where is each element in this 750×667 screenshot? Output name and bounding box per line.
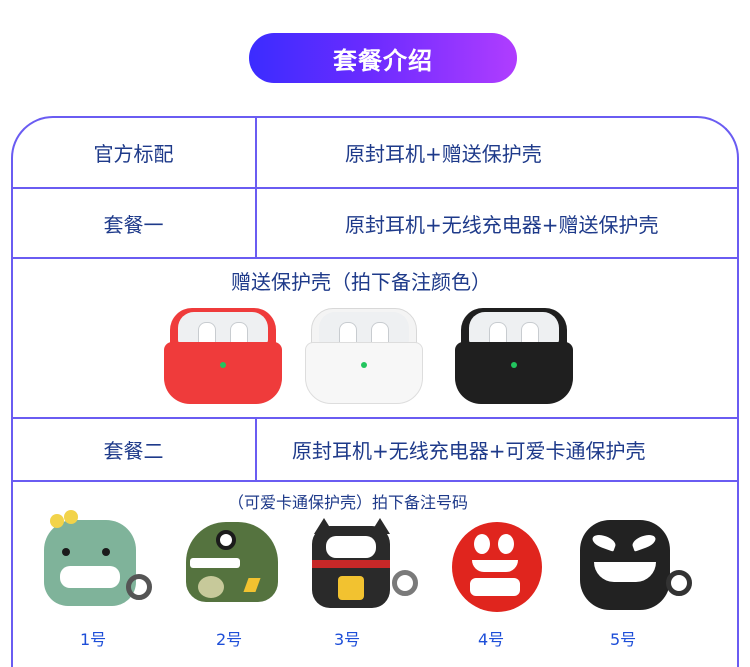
case-white [305,304,423,404]
package-content-one: 原封耳机+无线充电器+赠送保护壳 [345,212,659,237]
row-divider [11,480,739,482]
cartoon-case-label: 3号 [334,630,361,649]
package-table [11,116,739,667]
cartoon-case-caption: （可爱卡通保护壳）拍下备注号码 [228,493,469,512]
cartoon-case-label: 1号 [80,630,107,649]
row-divider [11,417,739,419]
free-case-caption: 赠送保护壳（拍下备注颜色） [231,270,491,294]
package-content-standard: 原封耳机+赠送保护壳 [345,142,542,166]
cartoon-case-label: 2号 [216,630,243,649]
case-red [164,304,282,404]
package-content-two: 原封耳机+无线充电器+可爱卡通保护壳 [292,439,646,463]
case-black [455,304,573,404]
package-name-standard: 官方标配 [93,142,174,166]
column-divider [255,418,257,480]
dinosaur-green-icon [34,510,152,616]
dinosaur-army-icon [176,516,286,618]
row-divider [11,257,739,259]
cartoon-case-label: 5号 [610,630,637,649]
package-name-one: 套餐一 [103,212,164,237]
row-divider [11,187,739,189]
lucky-cat-icon [308,518,418,622]
venom-face-icon [576,514,692,616]
candy-red-icon [448,516,558,618]
package-name-two: 套餐二 [103,439,164,463]
page-title: 套餐介绍 [249,33,517,83]
column-divider [255,117,257,257]
cartoon-case-label: 4号 [478,630,505,649]
